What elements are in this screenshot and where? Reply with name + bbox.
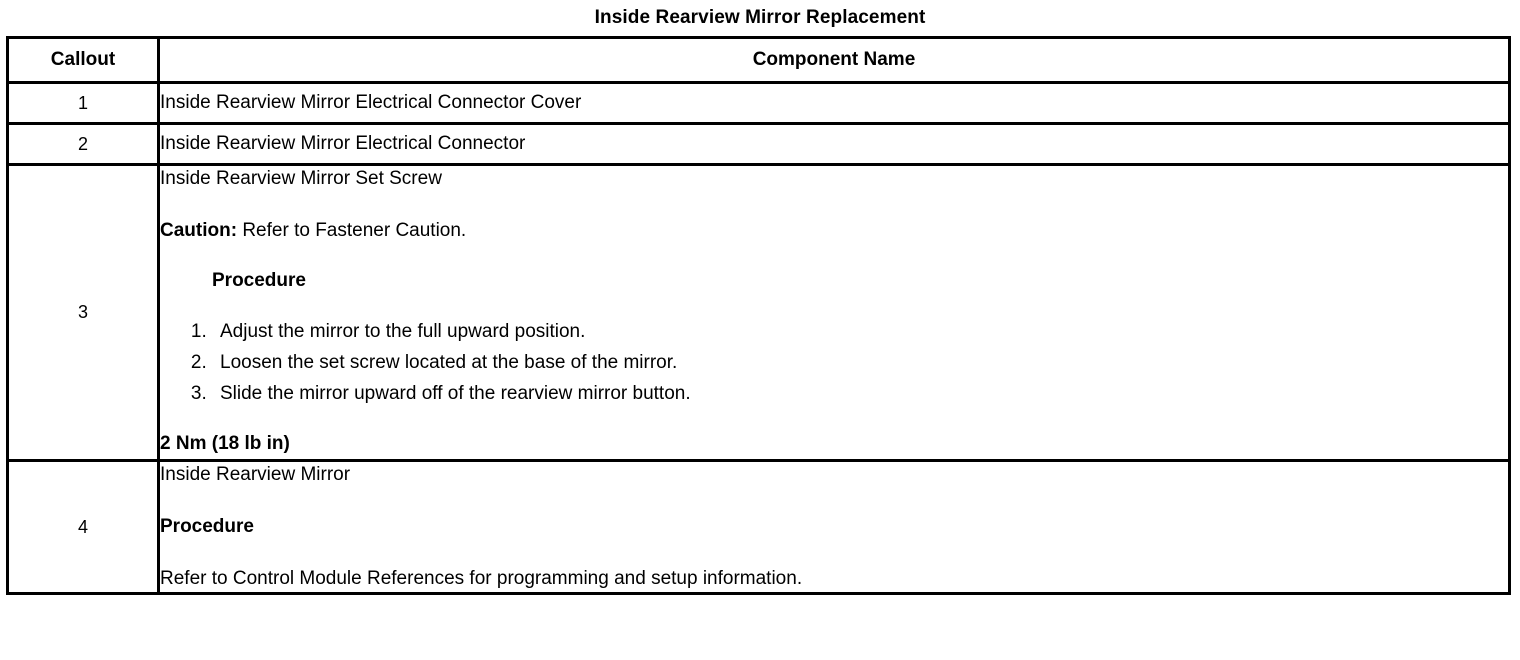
caution-note: Caution: Refer to Fastener Caution. [160,218,1508,244]
table-header-row: Callout Component Name [6,36,1511,84]
page-title: Inside Rearview Mirror Replacement [594,7,926,28]
callout-number: 1 [6,81,160,125]
torque-specification: 2 Nm (18 lb in) [160,433,290,454]
list-item: Slide the mirror upward off of the rearv… [212,378,1508,409]
list-item: Adjust the mirror to the full upward pos… [212,316,1508,347]
caution-label: Caution: [160,220,238,241]
procedure-step-list: Adjust the mirror to the full upward pos… [160,316,1508,409]
column-header-callout: Callout [6,36,160,84]
table-row: 2 Inside Rearview Mirror Electrical Conn… [6,122,1511,166]
component-details-cell: Inside Rearview Mirror Procedure Refer t… [157,459,1511,595]
component-name: Inside Rearview Mirror Set Screw [160,168,442,189]
caution-text: Refer to Fastener Caution. [237,220,467,241]
column-header-component-name: Component Name [157,36,1511,84]
callout-number: 4 [6,459,160,595]
table-row: 3 Inside Rearview Mirror Set Screw Cauti… [6,163,1511,462]
reference-text: Refer to Control Module References for p… [160,568,803,589]
callout-number: 2 [6,122,160,166]
component-name: Inside Rearview Mirror Electrical Connec… [157,81,1511,125]
procedure-heading: Procedure [212,270,306,291]
component-name: Inside Rearview Mirror Electrical Connec… [157,122,1511,166]
procedure-heading: Procedure [160,516,254,537]
list-item: Loosen the set screw located at the base… [212,347,1508,378]
table-row: 1 Inside Rearview Mirror Electrical Conn… [6,81,1511,125]
table-row: 4 Inside Rearview Mirror Procedure Refer… [6,459,1511,595]
component-table: Callout Component Name 1 Inside Rearview… [6,36,1511,595]
component-name: Inside Rearview Mirror [160,464,351,485]
callout-number: 3 [6,163,160,462]
component-details-cell: Inside Rearview Mirror Set Screw Caution… [157,163,1511,462]
